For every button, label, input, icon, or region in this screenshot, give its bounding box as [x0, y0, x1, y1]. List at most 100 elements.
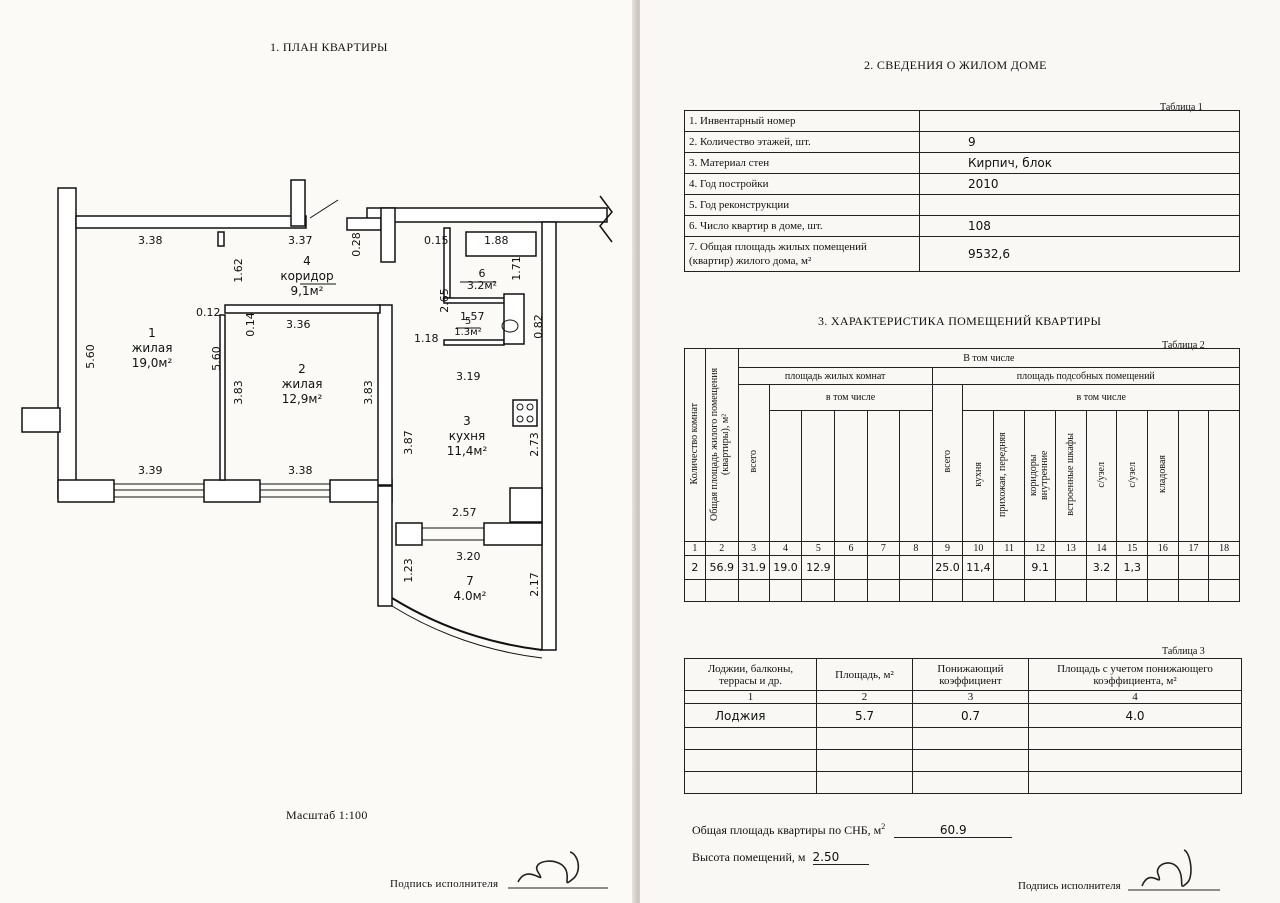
table-cell: [1085, 579, 1118, 602]
dim-label: 1.23: [401, 558, 415, 583]
table-cell: 56.9: [704, 555, 739, 580]
table-cell: 11,4: [962, 555, 995, 580]
table-cell: [962, 579, 995, 602]
table-row: 5. Год реконструкции: [684, 194, 1240, 216]
table-cell: [899, 579, 933, 602]
column-number: 18: [1208, 541, 1240, 556]
table-row: Лоджия 5.7 0.7 4.0: [684, 703, 1242, 728]
header-area: Площадь, м²: [816, 658, 913, 691]
section-3-title: 3. ХАРАКТЕРИСТИКА ПОМЕЩЕНИЙ КВАРТИРЫ: [818, 314, 1102, 328]
column-number: 17: [1177, 541, 1210, 556]
dim-label: 1.62: [231, 258, 245, 283]
dim-label: 5.60: [209, 346, 223, 371]
table-cell: [1024, 579, 1057, 602]
column-number: 11: [993, 541, 1026, 556]
column-number: 8: [899, 541, 933, 556]
table-row: Количество комнат Общая площадь жилого п…: [684, 348, 1241, 542]
header-aux-area: площадь подсобных помещений: [931, 367, 1241, 385]
total-area-row: Общая площадь квартиры по СНБ, м2 60.9: [692, 822, 1013, 838]
table-cell: 3.2: [1085, 555, 1118, 580]
dim-label: 2.65: [437, 288, 451, 313]
dim-label: 1.88: [484, 234, 509, 247]
dim-label: 2.57: [452, 506, 477, 519]
table-cell: 25.0: [931, 555, 964, 580]
table-row: всего в том числе всего в том числе: [685, 384, 1240, 542]
signature-label-right: Подпись исполнителя: [1018, 880, 1121, 892]
dim-label: 3.83: [231, 380, 245, 405]
table-1-caption: Таблица 1: [1160, 102, 1203, 113]
table-row: площадь жилых комнат площадь подсобных п…: [685, 367, 1241, 385]
header-area-coef: Площадь с учетом понижающего коэффициент…: [1028, 658, 1242, 691]
table-cell: [834, 579, 868, 602]
room-4-label: 4 коридор 9,1м²: [280, 254, 334, 298]
table-cell: [1147, 579, 1179, 602]
table-cell: 12.9: [801, 555, 836, 580]
table-row: [684, 771, 1242, 794]
column-number: 14: [1085, 541, 1118, 556]
column-number: 7: [866, 541, 901, 556]
dim-label: 1.18: [414, 332, 439, 345]
table-row: [684, 749, 1242, 772]
dim-label: 3.38: [288, 464, 313, 477]
dim-label: 0.82: [531, 314, 545, 339]
table-row: 1. Инвентарный номер: [684, 110, 1240, 132]
height-label: Высота помещений, м: [692, 850, 806, 864]
floor-plan: [21, 179, 613, 659]
table-cell: [737, 579, 770, 602]
column-number: 9: [931, 541, 964, 556]
dim-label: 1.71: [509, 256, 523, 281]
table-cell: [899, 555, 933, 580]
table-cell: [1208, 555, 1240, 580]
room-3-label: 3 кухня 11,4м²: [446, 414, 488, 458]
header-total-area: Общая площадь жилого помещения (квартиры…: [708, 366, 731, 521]
height-row: Высота помещений, м 2.50: [692, 850, 869, 865]
table-cell: [1116, 579, 1149, 602]
dim-label: 2.17: [527, 572, 541, 597]
table-cell: [1177, 579, 1210, 602]
column-number: 2: [704, 541, 739, 556]
room-2-label: 2 жилая 12,9м²: [281, 362, 323, 406]
height-value: 2.50: [812, 850, 869, 865]
table-cell: [1177, 555, 1210, 580]
table-cell: 1,3: [1116, 555, 1149, 580]
room-5-label: 5 1.3м²: [454, 316, 482, 338]
table-3: Лоджии, балконы, террасы и др. Площадь, …: [684, 658, 1242, 794]
column-number: 4: [768, 541, 803, 556]
table-1: 1. Инвентарный номер 2. Количество этаже…: [684, 110, 1240, 272]
dim-label: 3.39: [138, 464, 163, 477]
table-row: 6. Число квартир в доме, шт.108: [684, 215, 1240, 237]
dim-label: 1.57: [460, 310, 485, 323]
dim-label: 0.12: [196, 306, 221, 319]
signature-label-left: Подпись исполнителя: [390, 878, 499, 890]
room-6-label: 6 3.2м²: [466, 267, 498, 292]
table-cell: [931, 579, 964, 602]
dim-label: 5.60: [83, 344, 97, 369]
table-cell: 19.0: [768, 555, 803, 580]
table-row: [684, 579, 1240, 602]
table-cell: 2: [684, 555, 706, 580]
table-cell: [866, 579, 901, 602]
table-cell: [1208, 579, 1240, 602]
dim-label: 3.37: [288, 234, 313, 247]
column-number: 12: [1024, 541, 1057, 556]
room-7-label: 7 4.0м²: [453, 574, 487, 603]
table-cell: [993, 579, 1026, 602]
dim-label: 0.28: [349, 232, 363, 257]
table-cell: [866, 555, 901, 580]
column-number: 3: [737, 541, 770, 556]
table-cell: 9.1: [1024, 555, 1057, 580]
dim-label: 3.20: [456, 550, 481, 563]
column-number: 10: [962, 541, 995, 556]
column-number: 15: [1116, 541, 1149, 556]
table-3-caption: Таблица 3: [1162, 646, 1205, 657]
column-number: 6: [834, 541, 868, 556]
table-2: Количество комнат Общая площадь жилого п…: [684, 348, 1241, 602]
header-rooms-count: Количество комнат: [689, 402, 701, 485]
table-cell: [1055, 579, 1087, 602]
table-row: 2. Количество этажей, шт.9: [684, 131, 1240, 153]
table-cell: [801, 579, 836, 602]
